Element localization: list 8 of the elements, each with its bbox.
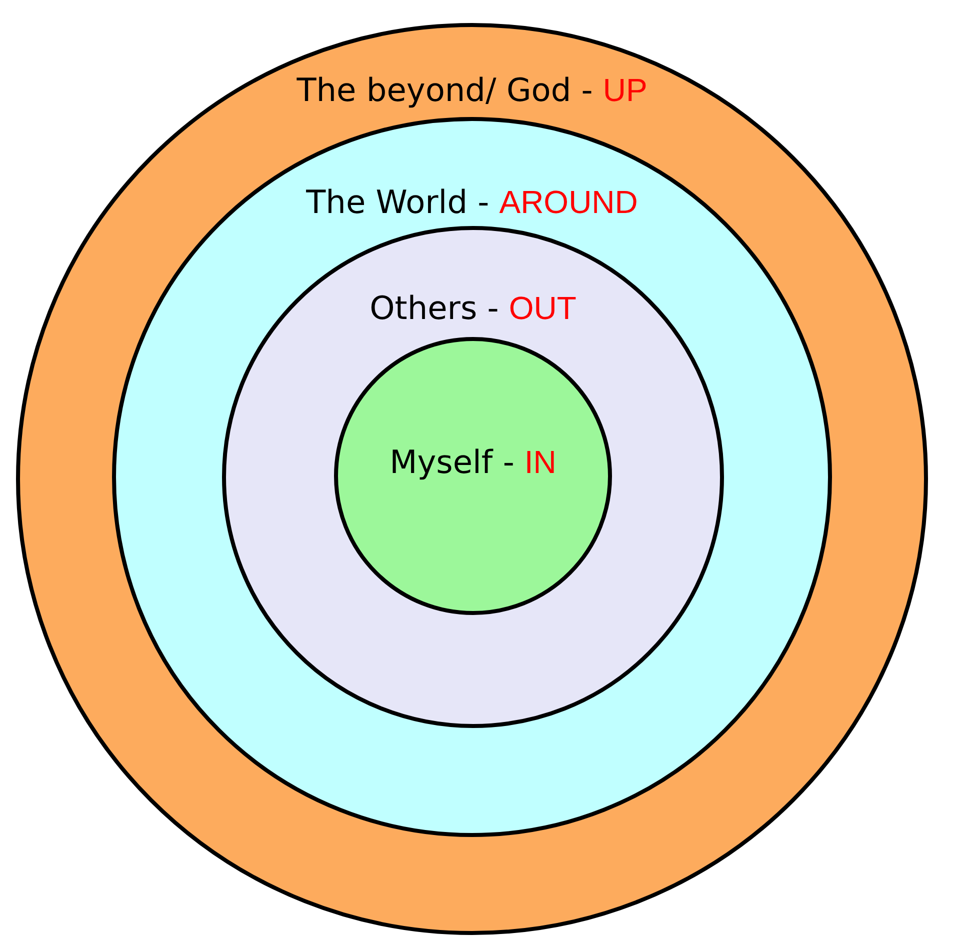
direction-label: OUT — [508, 289, 576, 328]
direction-label: AROUND — [499, 183, 638, 222]
direction-label: IN — [524, 443, 556, 482]
circle-label: The World - — [306, 182, 490, 222]
circle-label: Others - — [370, 288, 499, 328]
direction-label: UP — [602, 71, 648, 110]
circle-label: Myself - — [390, 442, 514, 482]
circle-label: The beyond/ God - — [296, 70, 593, 110]
